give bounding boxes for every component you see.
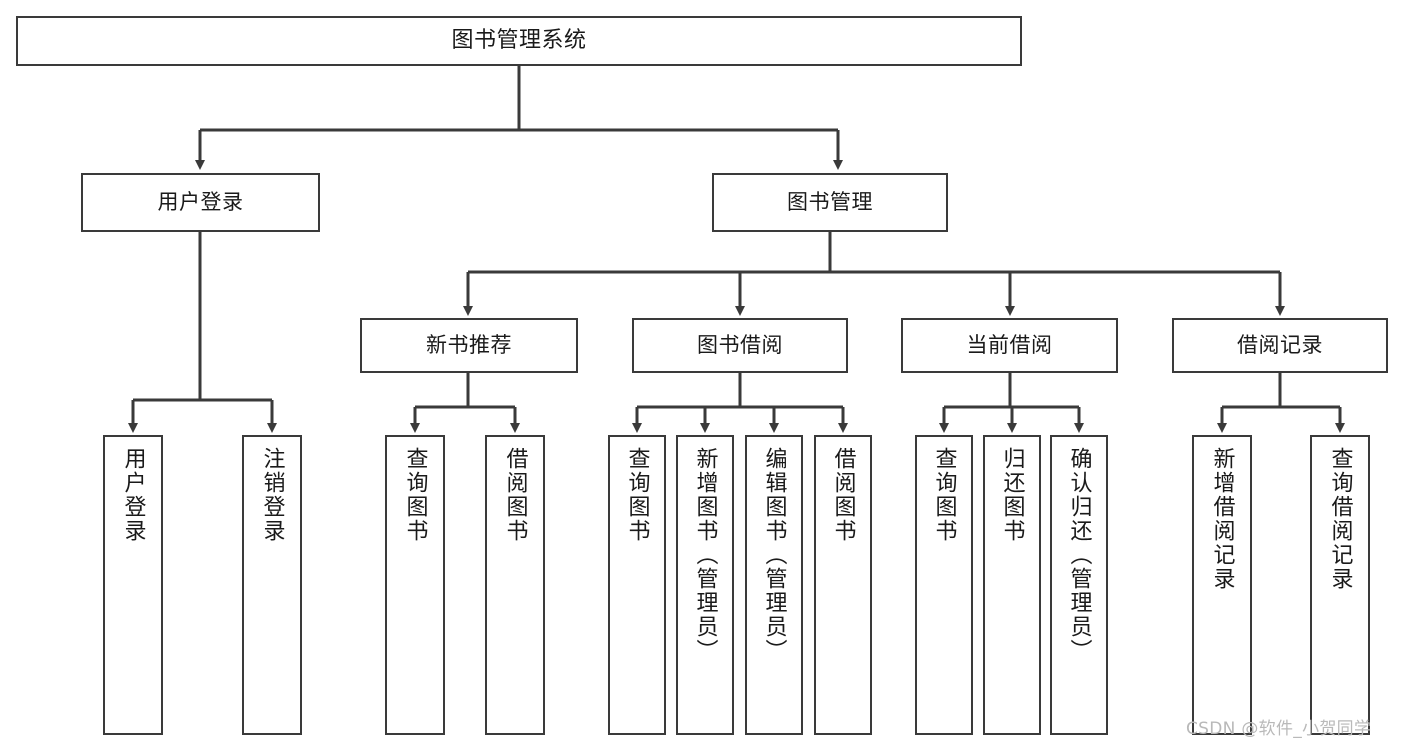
- node-label: 确认归还（管理员）: [1066, 447, 1092, 663]
- leaf-add-book-admin[interactable]: 新增图书（管理员）: [676, 435, 734, 735]
- leaf-add-borrow-record[interactable]: 新增借阅记录: [1192, 435, 1252, 735]
- node-label: 图书管理系统: [451, 28, 587, 54]
- node-label: 图书借阅: [697, 333, 783, 358]
- node-label: 查询图书: [624, 447, 650, 543]
- node-user-login[interactable]: 用户登录: [81, 173, 320, 232]
- node-label: 用户登录: [157, 190, 244, 215]
- node-label: 用户登录: [120, 447, 146, 543]
- node-label: 新增图书（管理员）: [692, 447, 718, 663]
- leaf-query-book-borrow[interactable]: 查询图书: [608, 435, 666, 735]
- node-borrow-record[interactable]: 借阅记录: [1172, 318, 1388, 373]
- leaf-edit-book-admin[interactable]: 编辑图书（管理员）: [745, 435, 803, 735]
- node-label: 归还图书: [999, 447, 1025, 543]
- node-new-book-recommend[interactable]: 新书推荐: [360, 318, 578, 373]
- leaf-confirm-return-admin[interactable]: 确认归还（管理员）: [1050, 435, 1108, 735]
- node-book-borrow[interactable]: 图书借阅: [632, 318, 848, 373]
- node-label: 当前借阅: [966, 333, 1053, 358]
- leaf-query-book-current[interactable]: 查询图书: [915, 435, 973, 735]
- node-label: 查询借阅记录: [1327, 447, 1353, 591]
- leaf-return-book[interactable]: 归还图书: [983, 435, 1041, 735]
- node-label: 借阅图书: [830, 447, 856, 543]
- node-label: 图书管理: [787, 190, 873, 215]
- node-current-borrow[interactable]: 当前借阅: [901, 318, 1118, 373]
- node-label: 编辑图书（管理员）: [761, 447, 787, 663]
- node-root-system[interactable]: 图书管理系统: [16, 16, 1022, 66]
- node-label: 注销登录: [259, 447, 285, 543]
- node-book-management[interactable]: 图书管理: [712, 173, 948, 232]
- leaf-user-login[interactable]: 用户登录: [103, 435, 163, 735]
- node-label: 借阅图书: [502, 447, 528, 543]
- leaf-borrow-book-recommend[interactable]: 借阅图书: [485, 435, 545, 735]
- csdn-watermark: CSDN @软件_小贺同学: [1186, 719, 1372, 739]
- node-label: 查询图书: [402, 447, 428, 543]
- node-label: 借阅记录: [1237, 333, 1323, 358]
- node-label: 新增借阅记录: [1209, 447, 1235, 591]
- node-label: 新书推荐: [426, 333, 512, 358]
- leaf-borrow-book[interactable]: 借阅图书: [814, 435, 872, 735]
- leaf-logout[interactable]: 注销登录: [242, 435, 302, 735]
- leaf-query-book-recommend[interactable]: 查询图书: [385, 435, 445, 735]
- node-label: 查询图书: [931, 447, 957, 543]
- leaf-query-borrow-record[interactable]: 查询借阅记录: [1310, 435, 1370, 735]
